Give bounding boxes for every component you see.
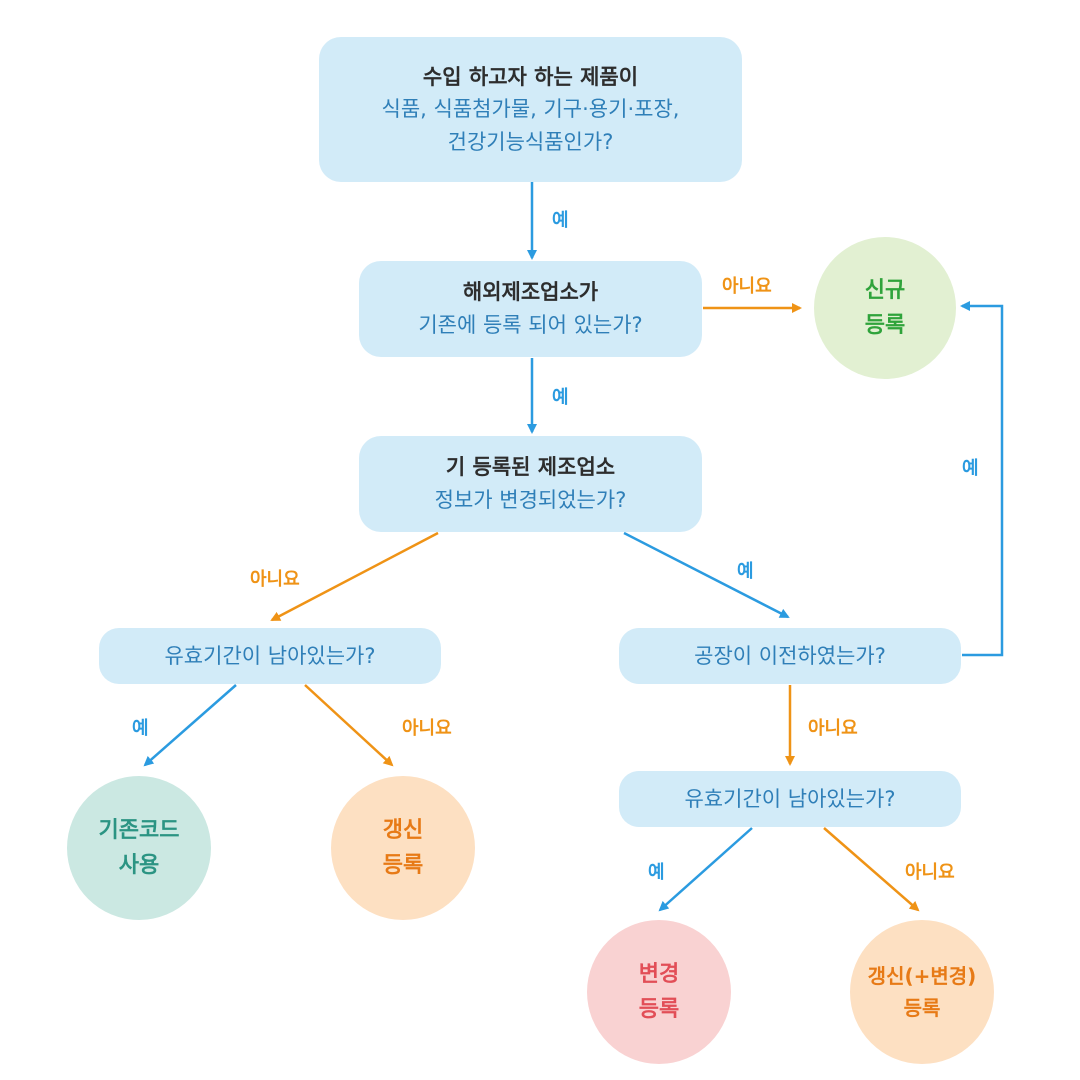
question-import-line2: 식품, 식품첨가물, 기구·용기·포장, bbox=[381, 97, 680, 122]
arrow-q4-to-renewal bbox=[304, 684, 394, 767]
question-import-product-type: 수입 하고자 하는 제품이 식품, 식품첨가물, 기구·용기·포장, 건강기능식… bbox=[319, 37, 742, 182]
question-overseas-line2: 기존에 등록 되어 있는가? bbox=[418, 313, 643, 337]
question-import-line3: 건강기능식품인가? bbox=[447, 129, 614, 154]
arrow-q6-to-renewal-change bbox=[823, 827, 920, 912]
question-import-line1: 수입 하고자 하는 제품이 bbox=[422, 64, 639, 89]
question-factory-relocated: 공장이 이전하였는가? bbox=[619, 628, 961, 684]
label-yes-q3-q5: 예 bbox=[737, 561, 754, 582]
result-existing-line1: 기존코드 bbox=[98, 817, 180, 843]
label-no-q3-q4: 아니요 bbox=[250, 569, 300, 590]
label-yes-q4-existing: 예 bbox=[132, 718, 149, 739]
label-no-q6-renewal-change: 아니요 bbox=[905, 862, 955, 883]
result-renewal-change-line2: 등록 bbox=[903, 996, 941, 1020]
question-info-changed: 기 등록된 제조업소 정보가 변경되었는가? bbox=[359, 436, 702, 532]
label-no-q4-renewal: 아니요 bbox=[402, 718, 452, 739]
result-renewal-line1: 갱신 bbox=[382, 817, 424, 843]
question-overseas-line1: 해외제조업소가 bbox=[462, 280, 599, 305]
result-renewal-line2: 등록 bbox=[382, 853, 424, 878]
question-validity-left: 유효기간이 남아있는가? bbox=[99, 628, 441, 684]
result-renewal-change-registration: 갱신(+변경) 등록 bbox=[850, 920, 994, 1064]
label-no-q2-new: 아니요 bbox=[722, 276, 772, 297]
question-relocated-text: 공장이 이전하였는가? bbox=[694, 643, 886, 668]
result-use-existing-code: 기존코드 사용 bbox=[67, 776, 211, 920]
label-yes-q1-q2: 예 bbox=[552, 210, 569, 231]
label-yes-q2-q3: 예 bbox=[552, 387, 569, 408]
result-new-line1: 신규 bbox=[864, 277, 906, 303]
arrow-q3-to-q4 bbox=[270, 531, 439, 622]
question-changed-line2: 정보가 변경되었는가? bbox=[434, 488, 627, 512]
result-change-line1: 변경 bbox=[638, 961, 680, 987]
arrow-q6-to-change bbox=[658, 827, 753, 912]
result-new-line2: 등록 bbox=[864, 313, 906, 338]
question-validity-right: 유효기간이 남아있는가? bbox=[619, 771, 961, 827]
result-renewal-change-line1: 갱신(+변경) bbox=[867, 964, 977, 988]
result-change-registration: 변경 등록 bbox=[587, 920, 731, 1064]
label-yes-q6-change: 예 bbox=[648, 862, 665, 883]
question-validity-left-text: 유효기간이 남아있는가? bbox=[164, 643, 376, 668]
arrow-q4-to-existing bbox=[143, 684, 237, 767]
label-yes-q5-new: 예 bbox=[962, 458, 979, 479]
result-existing-line2: 사용 bbox=[118, 853, 160, 878]
question-overseas-registered: 해외제조업소가 기존에 등록 되어 있는가? bbox=[359, 261, 702, 357]
result-new-registration: 신규 등록 bbox=[814, 237, 956, 379]
result-renewal-registration: 갱신 등록 bbox=[331, 776, 475, 920]
question-validity-right-text: 유효기간이 남아있는가? bbox=[684, 786, 896, 811]
arrow-q3-to-q5 bbox=[623, 531, 790, 619]
question-changed-line1: 기 등록된 제조업소 bbox=[445, 455, 616, 480]
result-change-line2: 등록 bbox=[638, 997, 680, 1022]
arrow-q5-to-new bbox=[960, 301, 1004, 657]
label-no-q5-q6: 아니요 bbox=[808, 718, 858, 739]
